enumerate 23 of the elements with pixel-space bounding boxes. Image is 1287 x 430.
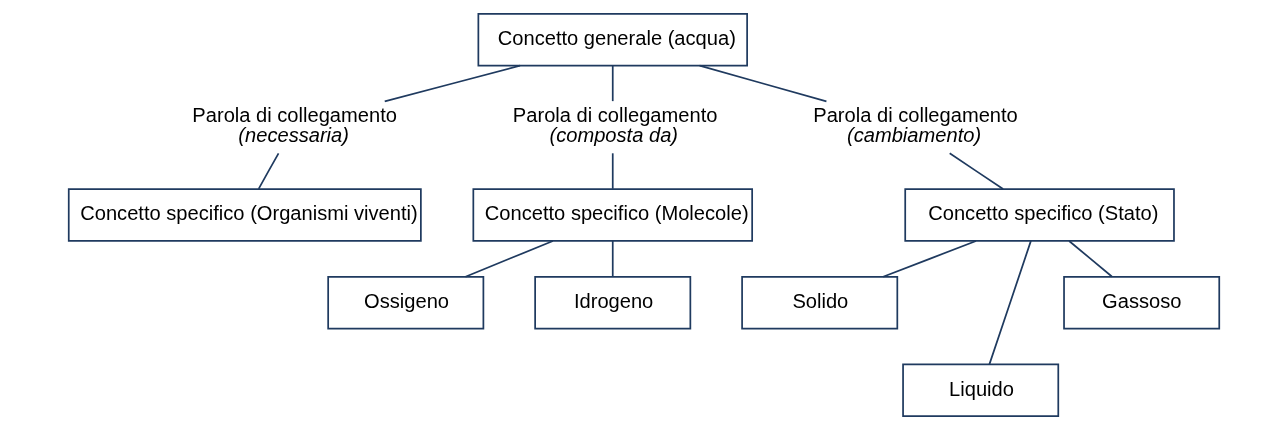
connector (611, 64, 614, 102)
connector (464, 240, 554, 278)
connector (881, 240, 977, 278)
connector (611, 152, 614, 190)
connector (611, 240, 614, 278)
connector (257, 152, 279, 190)
node-text: Parola di collegamento (cambiamento) (812, 103, 1018, 146)
connector (1067, 240, 1113, 278)
node-box: Ossigeno (326, 275, 484, 330)
connector (383, 64, 521, 103)
node-box: Liquido (901, 363, 1059, 418)
node-box: Concetto specifico (Molecole) (471, 188, 753, 242)
node-text: Parola di collegamento (composta da) (512, 103, 717, 146)
node-box: Idrogeno (533, 275, 691, 330)
connector (698, 64, 827, 103)
connector (948, 152, 1004, 190)
node-box: Concetto specifico (Organismi viventi) (67, 188, 422, 242)
node-box: Concetto generale (acqua) (477, 12, 748, 67)
node-box: Solido (740, 275, 898, 330)
node-box: Concetto specifico (Stato) (903, 188, 1175, 242)
connector (988, 240, 1032, 366)
node-text: Parola di collegamento (necessaria) (191, 103, 397, 146)
node-box: Gassoso (1062, 275, 1220, 330)
